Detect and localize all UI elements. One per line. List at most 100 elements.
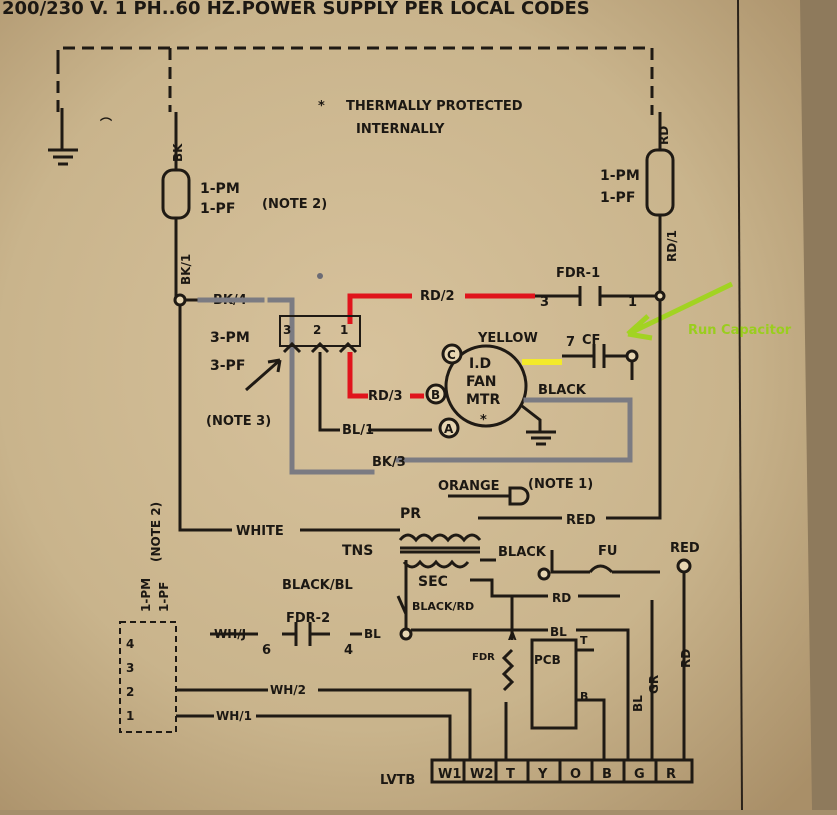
pcb-board xyxy=(530,638,578,730)
wire-label-rd-lv: RD xyxy=(552,591,571,605)
stray-dot xyxy=(317,273,323,279)
run-capacitor-label: Run Capacitor xyxy=(688,323,792,338)
note1-label: (NOTE 1) xyxy=(528,477,593,492)
paper-sheet xyxy=(0,0,812,810)
fdr-small-label: FDR xyxy=(472,652,495,663)
pcb-b-lead xyxy=(576,698,606,760)
red-wire xyxy=(478,300,662,520)
left-plug-connector xyxy=(161,168,191,220)
lower-plug-pm: 1-PM xyxy=(139,578,153,612)
wh-wires xyxy=(176,688,472,760)
wire-label-gr: GR xyxy=(647,675,661,694)
cf-label: CF xyxy=(582,333,600,348)
lvtb-b: B xyxy=(602,767,612,782)
cf-terminal xyxy=(625,349,639,363)
bl-wire xyxy=(411,628,630,760)
pcb-label: PCB xyxy=(534,653,561,667)
left-node xyxy=(173,293,187,307)
motor-line-3: MTR xyxy=(466,392,500,408)
wire-label-wh-j: WH/J xyxy=(214,627,246,641)
rd2-highlight xyxy=(347,293,535,324)
fuse-fu xyxy=(588,564,614,574)
fdr2-terminal-6: 6 xyxy=(262,643,271,658)
plug-3pm-label: 3-PM xyxy=(210,330,250,346)
lower-plug-4: 4 xyxy=(126,637,134,651)
thermal-note-line2: INTERNALLY xyxy=(356,122,445,137)
fu-terminal-right xyxy=(676,558,692,574)
secondary-coil xyxy=(402,559,470,569)
lower-plug-2: 2 xyxy=(126,685,134,699)
primary-coil xyxy=(398,533,482,543)
fdr1-label: FDR-1 xyxy=(556,266,600,281)
wire-label-bl-lv: BL xyxy=(550,625,567,639)
fdr2-label: FDR-2 xyxy=(286,611,330,626)
cf-mark: 7 xyxy=(566,335,575,350)
bl1-wire xyxy=(318,352,432,432)
wire-label-orange: ORANGE xyxy=(438,479,500,494)
transformer-core xyxy=(400,546,480,554)
plug-3-pins xyxy=(282,341,358,354)
pcb-terminal-a: A xyxy=(508,630,517,643)
wire-label-wh-2: WH/2 xyxy=(270,683,306,697)
left-plug-pm: 1-PM xyxy=(200,181,240,197)
lvtb-block xyxy=(430,758,694,784)
cf-plates xyxy=(592,344,606,368)
lvtb-o: O xyxy=(570,767,581,782)
wire-label-red-fu: RED xyxy=(670,541,700,556)
lvtb-w1: W1 xyxy=(438,767,461,782)
left-plug-pf: 1-PF xyxy=(200,201,235,217)
fdr2-contacts xyxy=(294,622,312,646)
lvtb-y: Y xyxy=(537,767,548,782)
wire-label-white: WHITE xyxy=(236,524,284,539)
bk3-highlight xyxy=(289,397,633,475)
supply-drop-lines xyxy=(56,48,172,112)
motor-line-2: FAN xyxy=(466,374,497,390)
fdr1-terminal-1: 1 xyxy=(628,295,637,310)
wire-label-black-cap: BLACK xyxy=(538,383,587,398)
lower-plug-3: 3 xyxy=(126,661,134,675)
note2-top: (NOTE 2) xyxy=(262,197,327,212)
transformer-pr: PR xyxy=(400,506,421,522)
transformer-tns: TNS xyxy=(342,543,373,559)
motor-terminal-c xyxy=(441,343,463,365)
note3-label: (NOTE 3) xyxy=(206,414,271,429)
wire-label-bl-fdr: BL xyxy=(364,627,381,641)
motor-star: * xyxy=(480,413,487,428)
plug-3-num-1: 1 xyxy=(340,323,348,337)
note3-arrow xyxy=(245,358,282,392)
lvtb-dividers xyxy=(462,760,658,782)
wire-label-bl1: BL/1 xyxy=(342,423,374,438)
bl-node xyxy=(399,627,413,641)
wire-label-wh-1: WH/1 xyxy=(216,709,252,723)
thermal-note-mark: * xyxy=(318,99,325,114)
ground-symbol-left xyxy=(48,108,78,166)
lvtb-t: T xyxy=(506,767,515,782)
black-bl-arrow xyxy=(396,560,408,632)
plug-3pf-label: 3-PF xyxy=(210,358,245,374)
gr-rd-verticals xyxy=(650,572,686,760)
pcb-terminal-t: T xyxy=(580,634,588,647)
ground-mark: ⌒ xyxy=(99,116,112,131)
wire-label-rd-vert: RD xyxy=(679,649,693,668)
wire-label-bl-vert: BL xyxy=(631,695,645,712)
wire-label-black-rd: BLACK/RD xyxy=(412,600,474,613)
wire-label-black-sec: BLACK xyxy=(498,545,547,560)
motor-terminal-a xyxy=(438,417,460,439)
fu-terminal-left xyxy=(537,567,551,581)
plug-3-num-2: 2 xyxy=(313,323,321,337)
motor-line-1: I.D xyxy=(469,356,491,372)
power-supply-line xyxy=(56,46,654,115)
fan-motor xyxy=(444,344,528,428)
pcb-terminal-b: B xyxy=(580,690,588,703)
thermal-note-line1: THERMALLY PROTECTED xyxy=(346,99,523,114)
sec-black-wire xyxy=(480,550,660,574)
note2-side: (NOTE 2) xyxy=(149,502,163,562)
wire-label-rd3: RD/3 xyxy=(368,389,403,404)
wire-label-bk1: BK/1 xyxy=(179,254,193,285)
right-plug-connector xyxy=(645,148,675,217)
lvtb-r: R xyxy=(666,767,676,782)
motor-terminal-b xyxy=(425,383,447,405)
margin-line xyxy=(737,0,743,811)
